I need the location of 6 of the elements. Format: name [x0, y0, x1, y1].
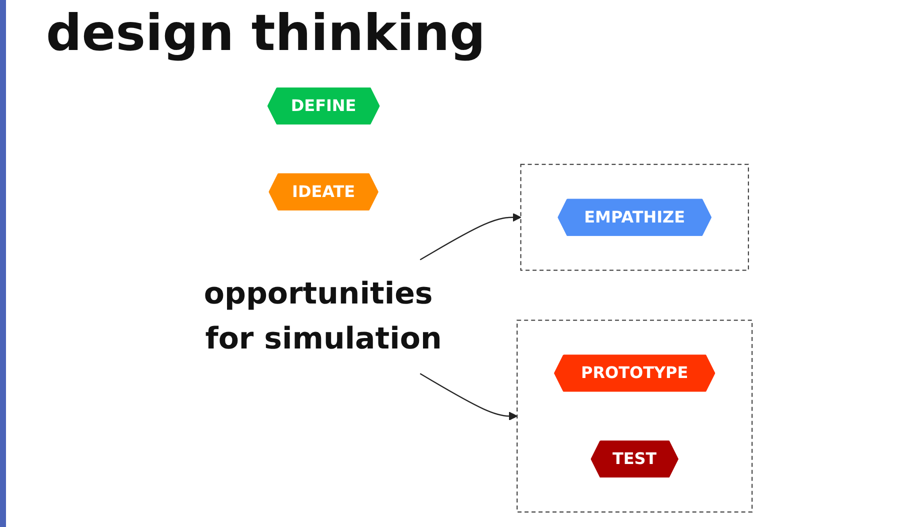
arrow — [420, 373, 518, 421]
cluster — [516, 320, 753, 512]
cluster — [520, 164, 749, 271]
diagram-title: design thinking — [46, 4, 486, 62]
node-text: opportunities for simulation — [204, 276, 442, 357]
arrow — [420, 212, 522, 260]
